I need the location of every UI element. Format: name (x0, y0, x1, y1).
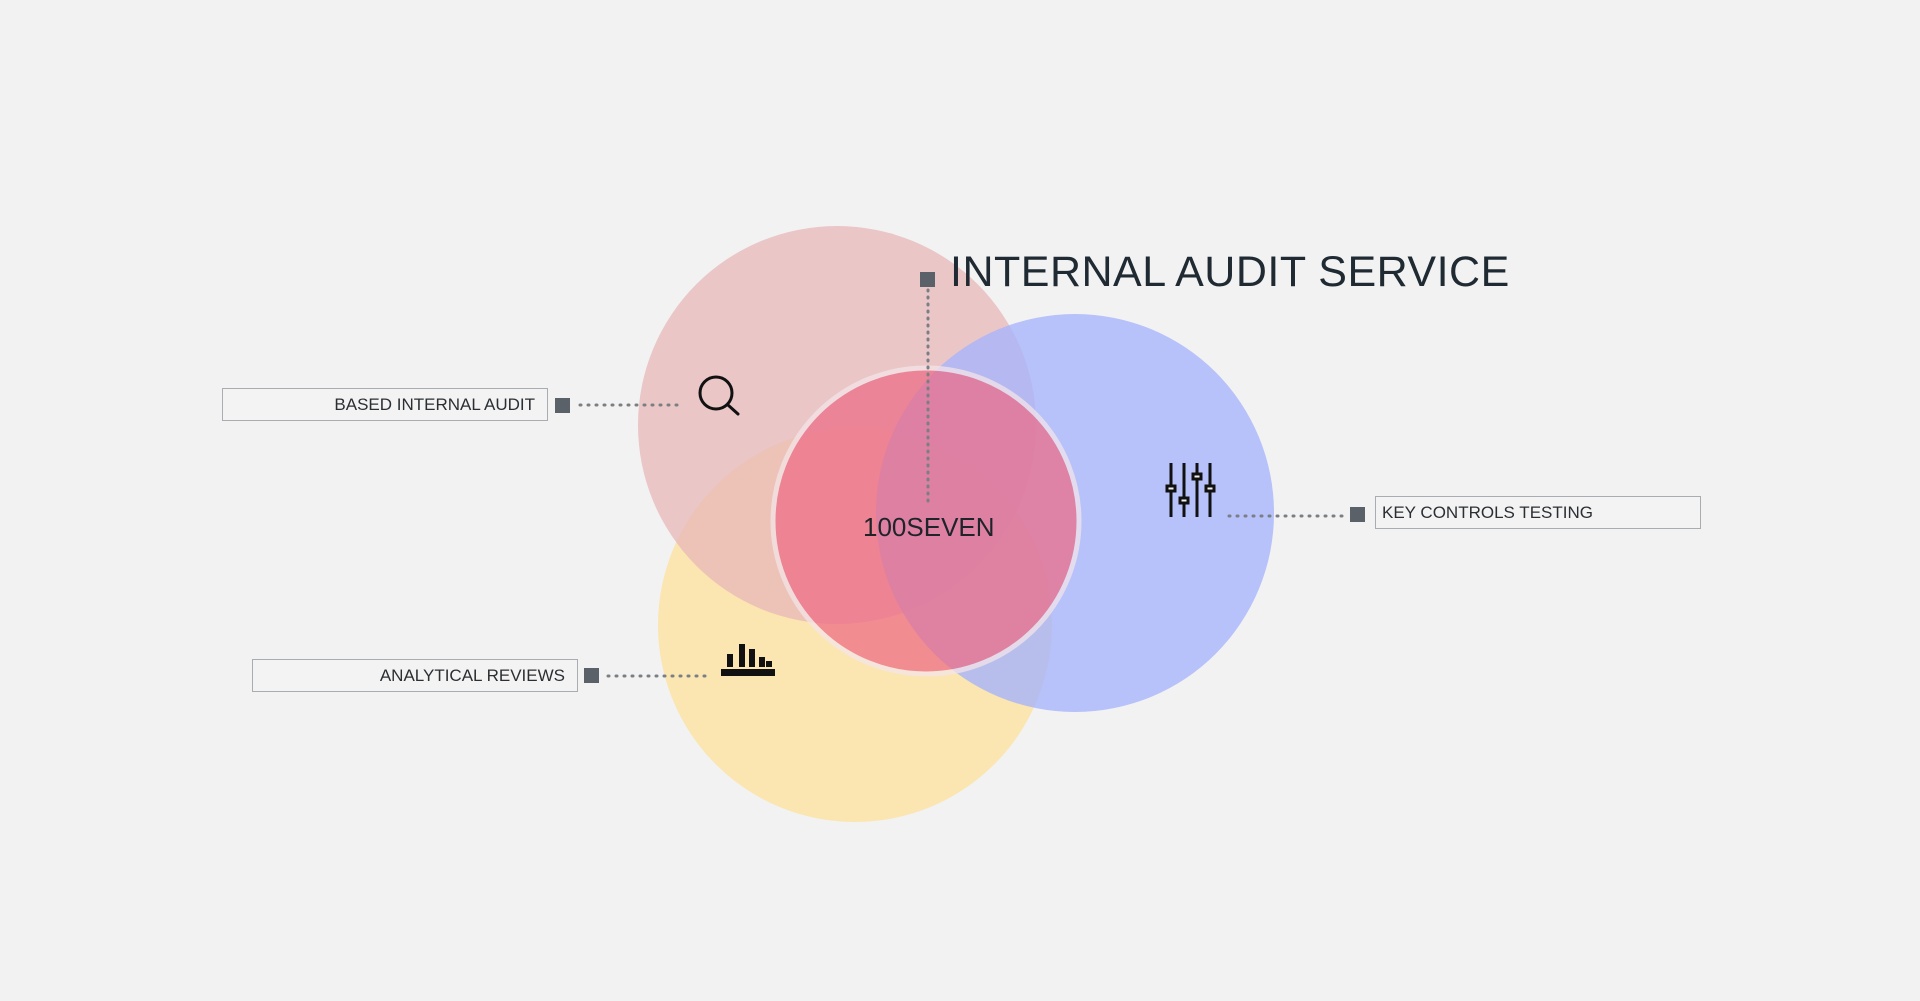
center-label: 100SEVEN (863, 512, 995, 542)
marker-key-controls-testing (1350, 507, 1365, 522)
marker-based-internal-audit (555, 398, 570, 413)
label-analytical-reviews: ANALYTICAL REVIEWS (252, 659, 578, 692)
label-key-controls-testing: KEY CONTROLS TESTING (1375, 496, 1701, 529)
title-marker (920, 272, 935, 287)
label-based-internal-audit: BASED INTERNAL AUDIT (222, 388, 548, 421)
diagram-title: INTERNAL AUDIT SERVICE (950, 248, 1510, 296)
marker-analytical-reviews (584, 668, 599, 683)
magnifying-glass-icon (698, 375, 740, 416)
bar-chart-icon (721, 644, 775, 676)
center-circle (770, 365, 1082, 677)
sliders-icon (1165, 463, 1216, 517)
